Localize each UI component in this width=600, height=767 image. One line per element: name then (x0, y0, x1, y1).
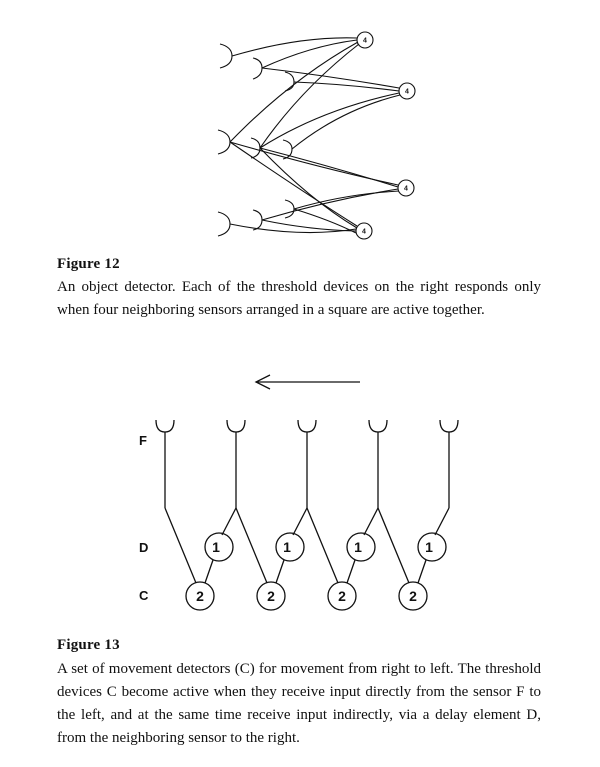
delay-value: 1 (283, 539, 291, 555)
row-label-f: F (139, 433, 147, 448)
figure-12-diagram: 4 4 4 4 (217, 31, 416, 240)
figure-12-caption: An object detector. Each of the threshol… (57, 279, 541, 318)
sensor (217, 129, 231, 155)
movement-detector (327, 581, 357, 611)
figure-13-caption: A set of movement detectors (C) for move… (57, 661, 541, 746)
sensor-f (368, 419, 388, 433)
detector-value: 2 (196, 588, 204, 604)
sensor (219, 43, 233, 69)
threshold-value: 4 (362, 229, 366, 236)
delay-value: 1 (354, 539, 362, 555)
threshold-device (355, 222, 373, 240)
threshold-value: 4 (363, 38, 367, 45)
detector-value: 2 (338, 588, 346, 604)
sensor-f (155, 419, 175, 433)
sensor-f (439, 419, 459, 433)
delay-value: 1 (425, 539, 433, 555)
sensor-f (297, 419, 317, 433)
delay-element (417, 532, 447, 562)
threshold-device (397, 179, 415, 197)
delay-element (204, 532, 234, 562)
movement-detector (398, 581, 428, 611)
sensor-f (226, 419, 246, 433)
detector-value: 2 (409, 588, 417, 604)
sensor (217, 211, 231, 237)
detector-value: 2 (267, 588, 275, 604)
delay-element (346, 532, 376, 562)
delay-element (275, 532, 305, 562)
sensor (252, 209, 263, 231)
threshold-value: 4 (405, 89, 409, 96)
sensor (252, 57, 263, 80)
movement-detector (256, 581, 286, 611)
row-label-d: D (139, 540, 149, 555)
threshold-device (356, 31, 374, 49)
threshold-device (398, 82, 416, 100)
sensor (284, 199, 295, 219)
delay-value: 1 (212, 539, 220, 555)
movement-detector (185, 581, 215, 611)
figure-13-label: Figure 13 (57, 637, 120, 653)
figure-12-label: Figure 12 (57, 256, 120, 272)
row-label-c: C (139, 588, 149, 603)
arrow-head-icon (254, 374, 271, 390)
threshold-value: 4 (404, 186, 408, 193)
